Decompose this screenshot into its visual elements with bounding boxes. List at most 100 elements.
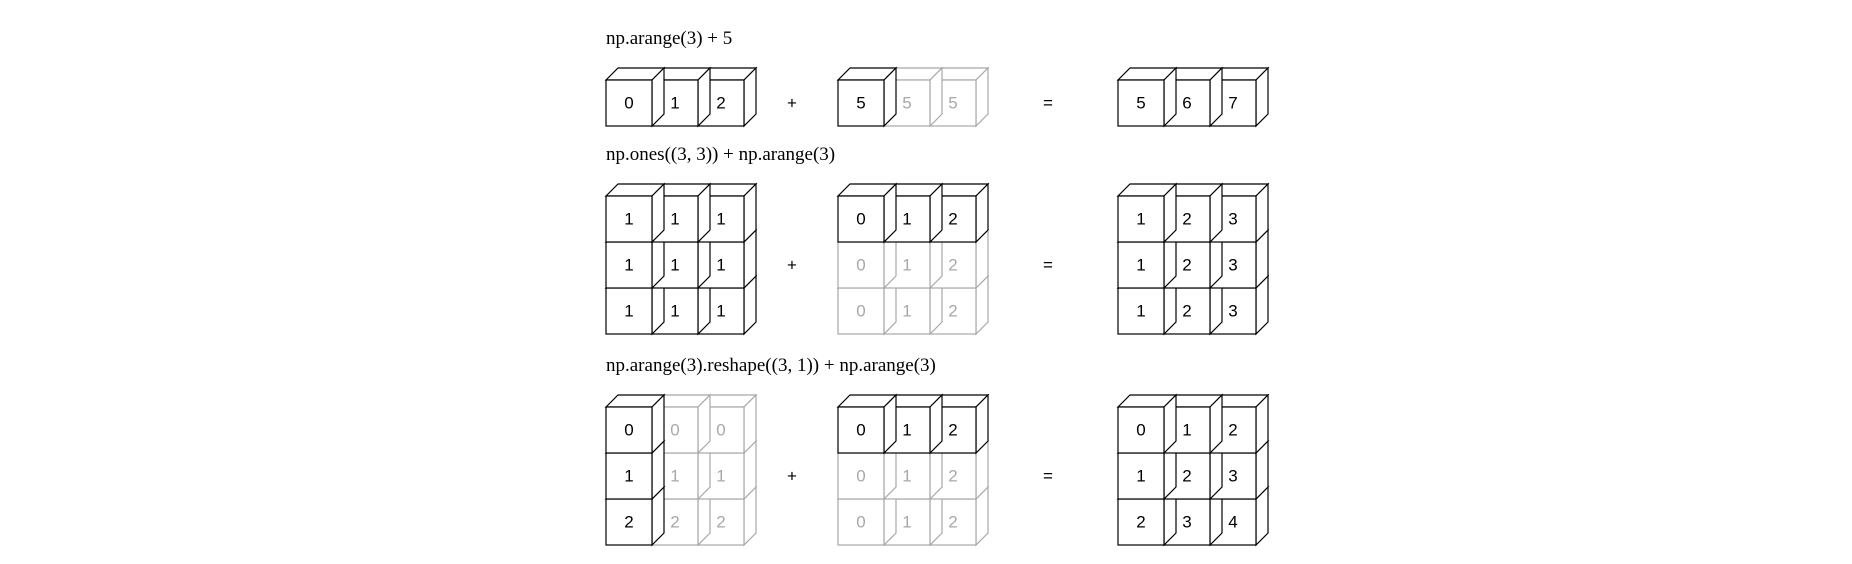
cube-value: 0 bbox=[716, 421, 725, 440]
cube-value: 0 bbox=[1136, 421, 1145, 440]
cube-value: 3 bbox=[1228, 302, 1237, 321]
cube-value: 5 bbox=[948, 94, 957, 113]
cube-value: 2 bbox=[1182, 210, 1191, 229]
cube-value: 1 bbox=[902, 210, 911, 229]
cube-front-face bbox=[605, 406, 653, 454]
cube-value: 0 bbox=[856, 421, 865, 440]
cube-value: 0 bbox=[856, 210, 865, 229]
cube-value: 1 bbox=[624, 302, 633, 321]
solid-cell: 0 bbox=[836, 393, 898, 455]
cube-value: 2 bbox=[1136, 513, 1145, 532]
middle-array: 2 1 0 2 1 0 2 1 0 bbox=[836, 393, 990, 547]
cube-value: 1 bbox=[902, 513, 911, 532]
cube-value: 1 bbox=[670, 467, 679, 486]
cube-value: 1 bbox=[902, 302, 911, 321]
cube-front-face bbox=[605, 287, 653, 335]
cube-value: 0 bbox=[624, 94, 633, 113]
solid-cell: 1 bbox=[604, 182, 666, 244]
equals-operator: = bbox=[1043, 94, 1053, 113]
cube-value: 1 bbox=[1136, 256, 1145, 275]
cube-front-face bbox=[1117, 79, 1165, 127]
solid-cell: 0 bbox=[836, 182, 898, 244]
cube-front-face bbox=[1117, 498, 1165, 546]
cube-value: 2 bbox=[716, 513, 725, 532]
cube-front-face bbox=[837, 195, 885, 243]
cube-value: 1 bbox=[902, 421, 911, 440]
cube-value: 1 bbox=[1136, 210, 1145, 229]
cube-value: 5 bbox=[1136, 94, 1145, 113]
cube-value: 1 bbox=[716, 467, 725, 486]
cube-value: 0 bbox=[624, 421, 633, 440]
result-array: 765 bbox=[1116, 66, 1270, 128]
cube-value: 3 bbox=[1228, 467, 1237, 486]
solid-cell: 1 bbox=[1116, 182, 1178, 244]
ghost-cell: 0 bbox=[836, 228, 898, 290]
cube-value: 1 bbox=[1136, 467, 1145, 486]
solid-cell: 5 bbox=[836, 66, 898, 128]
cube-front-face bbox=[605, 241, 653, 289]
cube-front-face bbox=[837, 498, 885, 546]
cube-value: 4 bbox=[1228, 513, 1237, 532]
plus-operator: + bbox=[787, 467, 797, 486]
cube-front-face bbox=[1117, 241, 1165, 289]
cube-value: 2 bbox=[948, 302, 957, 321]
cube-value: 1 bbox=[902, 467, 911, 486]
cube-front-face bbox=[605, 452, 653, 500]
cube-value: 0 bbox=[856, 513, 865, 532]
cube-front-face bbox=[837, 287, 885, 335]
cube-value: 2 bbox=[948, 513, 957, 532]
cube-value: 2 bbox=[1228, 421, 1237, 440]
solid-cell: 5 bbox=[1116, 66, 1178, 128]
solid-cell: 1 bbox=[882, 182, 944, 244]
cube-front-face bbox=[1117, 452, 1165, 500]
cube-value: 2 bbox=[670, 513, 679, 532]
cube-value: 2 bbox=[948, 210, 957, 229]
cube-front-face bbox=[837, 406, 885, 454]
cube-value: 3 bbox=[1182, 513, 1191, 532]
cube-front-face bbox=[605, 79, 653, 127]
cube-value: 2 bbox=[1182, 302, 1191, 321]
cube-value: 1 bbox=[670, 94, 679, 113]
cube-value: 3 bbox=[1228, 210, 1237, 229]
cube-value: 2 bbox=[948, 421, 957, 440]
cube-value: 1 bbox=[624, 210, 633, 229]
cube-front-face bbox=[1117, 406, 1165, 454]
cube-value: 5 bbox=[856, 94, 865, 113]
cube-value: 6 bbox=[1182, 94, 1191, 113]
expression-label: np.arange(3).reshape((3, 1)) + np.arange… bbox=[606, 355, 936, 376]
cube-value: 5 bbox=[902, 94, 911, 113]
cube-value: 2 bbox=[716, 94, 725, 113]
solid-cell: 0 bbox=[604, 393, 666, 455]
solid-cell: 0 bbox=[1116, 393, 1178, 455]
solid-cell: 1 bbox=[650, 66, 712, 128]
cube-value: 1 bbox=[670, 256, 679, 275]
cube-value: 2 bbox=[948, 256, 957, 275]
cube-value: 0 bbox=[670, 421, 679, 440]
cube-front-face bbox=[837, 79, 885, 127]
cube-front-face bbox=[1117, 195, 1165, 243]
cube-value: 1 bbox=[624, 256, 633, 275]
cube-value: 2 bbox=[1182, 256, 1191, 275]
expression-label: np.ones((3, 3)) + np.arange(3) bbox=[606, 144, 835, 165]
cube-value: 2 bbox=[948, 467, 957, 486]
equals-operator: = bbox=[1043, 467, 1053, 486]
cube-value: 2 bbox=[1182, 467, 1191, 486]
expression-label: np.arange(3) + 5 bbox=[606, 28, 732, 49]
cube-value: 1 bbox=[624, 467, 633, 486]
plus-operator: + bbox=[787, 94, 797, 113]
cube-value: 0 bbox=[856, 467, 865, 486]
cube-value: 0 bbox=[856, 302, 865, 321]
middle-array: 5 5 5 bbox=[836, 66, 990, 128]
cube-value: 1 bbox=[670, 302, 679, 321]
solid-cell: 2 bbox=[1162, 182, 1224, 244]
cube-value: 3 bbox=[1228, 256, 1237, 275]
cube-value: 1 bbox=[670, 210, 679, 229]
cube-front-face bbox=[837, 241, 885, 289]
left-array: 2 1 0 bbox=[604, 66, 758, 128]
